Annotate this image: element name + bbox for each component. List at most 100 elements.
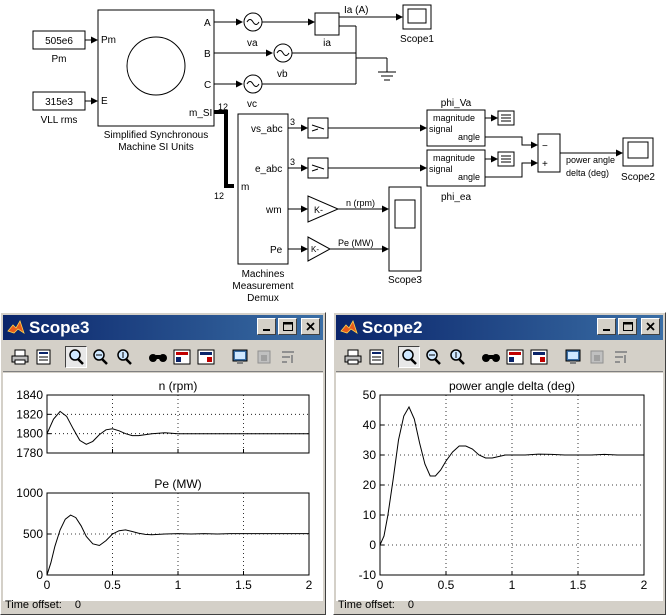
autoscale-button[interactable] — [147, 346, 169, 368]
zoom-button[interactable] — [65, 346, 87, 368]
synchronous-machine-block[interactable] — [97, 9, 215, 127]
autoscale-button[interactable] — [480, 346, 502, 368]
sum-plus: + — [542, 159, 548, 170]
zoom-x-icon — [93, 349, 108, 365]
lock-axes-button[interactable] — [586, 346, 608, 368]
demux-name-3: Demux — [247, 293, 279, 304]
port-c: C — [204, 80, 211, 91]
save-axes-button[interactable] — [504, 346, 526, 368]
floating-scope-icon — [232, 349, 248, 364]
maximize-button[interactable] — [278, 318, 297, 335]
signal-select-icon — [282, 351, 294, 363]
zoom-button[interactable] — [398, 346, 420, 368]
y-tick-label: 10 — [363, 508, 377, 522]
maximize-button[interactable] — [618, 318, 637, 335]
fourier-va-magnitude: magnitude — [433, 113, 475, 123]
gain-n-block[interactable] — [307, 195, 340, 223]
print-button[interactable] — [9, 346, 31, 368]
lock-axes-icon — [257, 350, 271, 364]
zoom-x-button[interactable] — [422, 346, 444, 368]
signal-select-button[interactable] — [610, 346, 632, 368]
machine-name-1: Simplified Synchronous — [104, 130, 209, 141]
gain-pe-block[interactable] — [307, 236, 332, 262]
port-msi: m_SI — [189, 108, 212, 119]
port-b: B — [204, 49, 211, 60]
lock-axes-button[interactable] — [253, 346, 275, 368]
ia-measurement-block[interactable] — [314, 12, 340, 36]
zoom-icon — [402, 349, 417, 365]
zoom-y-button[interactable] — [446, 346, 468, 368]
print-icon — [344, 349, 362, 365]
demux-port-pe: Pe — [270, 245, 283, 256]
series-line — [46, 410, 309, 445]
y-tick-label: 1820 — [16, 407, 43, 421]
close-button[interactable] — [641, 318, 660, 335]
scope2-title: Scope2 — [362, 318, 423, 337]
scope1-label: Scope1 — [400, 34, 434, 45]
x-tick-label: 2 — [641, 578, 648, 592]
x-tick-label: 0.5 — [438, 578, 455, 592]
n-signal-label: n (rpm) — [346, 198, 375, 208]
selector-vs-block[interactable] — [307, 117, 329, 139]
parameters-button[interactable] — [366, 346, 388, 368]
fourier-va-block[interactable] — [426, 109, 486, 147]
bus-width-top: 12 — [218, 102, 228, 112]
minimize-button[interactable] — [597, 318, 616, 335]
maximize-icon — [282, 322, 293, 331]
y-tick-label: 500 — [23, 527, 43, 541]
width-3-a: 3 — [290, 117, 295, 127]
scope3-block[interactable] — [388, 186, 422, 272]
parameters-button[interactable] — [33, 346, 55, 368]
x-tick-label: 1 — [509, 578, 516, 592]
print-button[interactable] — [342, 346, 364, 368]
save-axes-icon — [173, 349, 191, 365]
time-offset-value: 0 — [74, 599, 82, 611]
zoom-y-button[interactable] — [113, 346, 135, 368]
scope2-titlebar[interactable]: Scope2 — [336, 315, 663, 340]
ia-meas-label: ia — [323, 38, 331, 49]
demux-name-1: Machines — [242, 269, 285, 280]
demux-port-e: e_abc — [255, 164, 282, 175]
vc-label: vc — [247, 99, 257, 110]
selector-e-block[interactable] — [307, 157, 329, 179]
y-tick-label: -10 — [359, 568, 377, 582]
sum-minus: − — [542, 141, 548, 152]
save-axes-button[interactable] — [171, 346, 193, 368]
gain-symbol-a: K- — [314, 205, 323, 215]
floating-scope-button[interactable] — [562, 346, 584, 368]
measurement-demux-block[interactable] — [237, 113, 289, 265]
restore-axes-button[interactable] — [528, 346, 550, 368]
fourier-ea-block[interactable] — [426, 149, 486, 187]
phi-ea-label: phi_ea — [441, 192, 471, 203]
y-tick-label: 0 — [36, 568, 43, 582]
floating-scope-button[interactable] — [229, 346, 251, 368]
e-value: 315e3 — [45, 97, 73, 108]
phi-va-label: phi_Va — [441, 98, 472, 109]
minimize-button[interactable] — [257, 318, 276, 335]
scope3-titlebar[interactable]: Scope3 — [3, 315, 323, 340]
y-tick-label: 30 — [363, 448, 377, 462]
lock-axes-icon — [590, 350, 604, 364]
fourier-ea-angle: angle — [458, 172, 480, 182]
bus-width-bottom: 12 — [214, 191, 224, 201]
matlab-icon — [340, 320, 358, 334]
zoom-icon — [69, 349, 84, 365]
fourier-va-angle: angle — [458, 132, 480, 142]
demux-name-2: Measurement — [232, 281, 293, 292]
series-line — [46, 514, 309, 576]
matlab-icon — [7, 320, 25, 334]
scope3-status: Time offset: 0 — [5, 599, 91, 611]
x-tick-label: 1.5 — [235, 578, 252, 592]
restore-axes-button[interactable] — [195, 346, 217, 368]
close-button[interactable] — [301, 318, 320, 335]
signal-select-button[interactable] — [277, 346, 299, 368]
y-tick-label: 1840 — [16, 388, 43, 402]
y-tick-label: 20 — [363, 478, 377, 492]
zoom-x-button[interactable] — [89, 346, 111, 368]
y-tick-label: 40 — [363, 418, 377, 432]
